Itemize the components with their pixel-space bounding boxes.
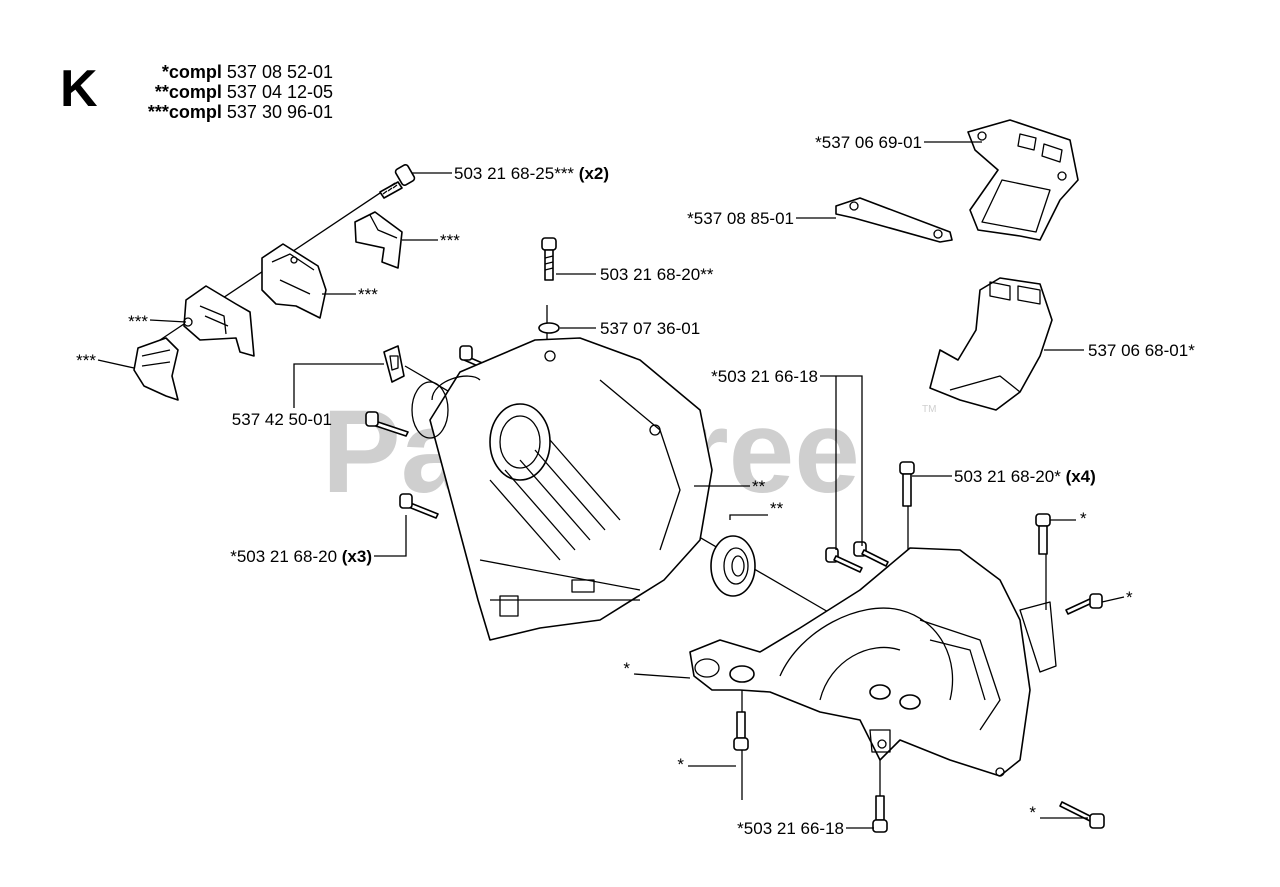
screw-left-middle [365,411,409,437]
crankcase-half [411,337,713,641]
label-screw-vertical-top: 503 21 68-20** [600,265,714,284]
label-clip: 537 42 50-01 [232,410,332,429]
screw-right-top-part [1035,513,1051,555]
header-line-3: ***compl 537 30 96-01 [148,102,333,122]
o-ring [538,322,560,334]
label-half-shell: *** [76,351,96,370]
label-screw-bottom-center: *503 21 66-18 [737,819,844,838]
clamp-upper [354,211,403,269]
label-screw-bottom-left: * [677,755,684,774]
label-screw-bottom-right: * [1029,803,1036,822]
screw-x3-part [399,493,439,519]
header-line-2: **compl 537 04 12-05 [155,82,333,102]
label-clamp-upper: *** [440,231,460,250]
header-line-1: *compl 537 08 52-01 [162,62,333,82]
bearing [710,535,756,597]
label-o-ring: 537 07 36-01 [600,319,700,338]
screw-vertical-top [541,237,557,281]
label-screw-right-mid: * [1126,588,1133,607]
screw-x4-part [899,461,915,507]
screw-bottom-left-part [733,711,749,751]
label-clamp-middle: *** [358,285,378,304]
bracket-lower [183,285,255,357]
clamp-middle [261,243,327,319]
label-bearing-mark: ** [770,499,784,518]
label-heat-shield: 537 06 68-01* [1088,341,1195,360]
leader-lines [97,141,1125,829]
label-cover: *537 06 69-01 [815,133,922,152]
half-shell [133,337,179,401]
clip-part [383,345,405,383]
label-screw-pair-top: *503 21 66-18 [711,367,818,386]
heat-shield [929,277,1053,411]
label-screw-x4: 503 21 68-20* (x4) [954,467,1096,486]
screw-top-x2 [379,164,416,199]
screw-right-mid-part [1065,593,1103,615]
screw-bottom-right-part [1059,801,1105,829]
watermark-trademark: TM [922,404,936,415]
crankcase-lower [689,547,1057,777]
label-screw-x3: *503 21 68-20 (x3) [230,547,372,566]
label-screw-top-x2: 503 21 68-25*** (x2) [454,164,609,183]
cover-part [967,119,1079,241]
label-bracket-lower: *** [128,312,148,331]
screw-pair-middle [825,541,889,573]
label-crankcase-mark: ** [752,477,766,496]
gasket-part [835,197,953,243]
label-bracket-left: * [623,659,630,678]
screw-bottom-center-part [872,795,888,833]
label-gasket: *537 08 85-01 [687,209,794,228]
label-screw-right-top: * [1080,509,1087,528]
section-letter: K [60,60,98,118]
